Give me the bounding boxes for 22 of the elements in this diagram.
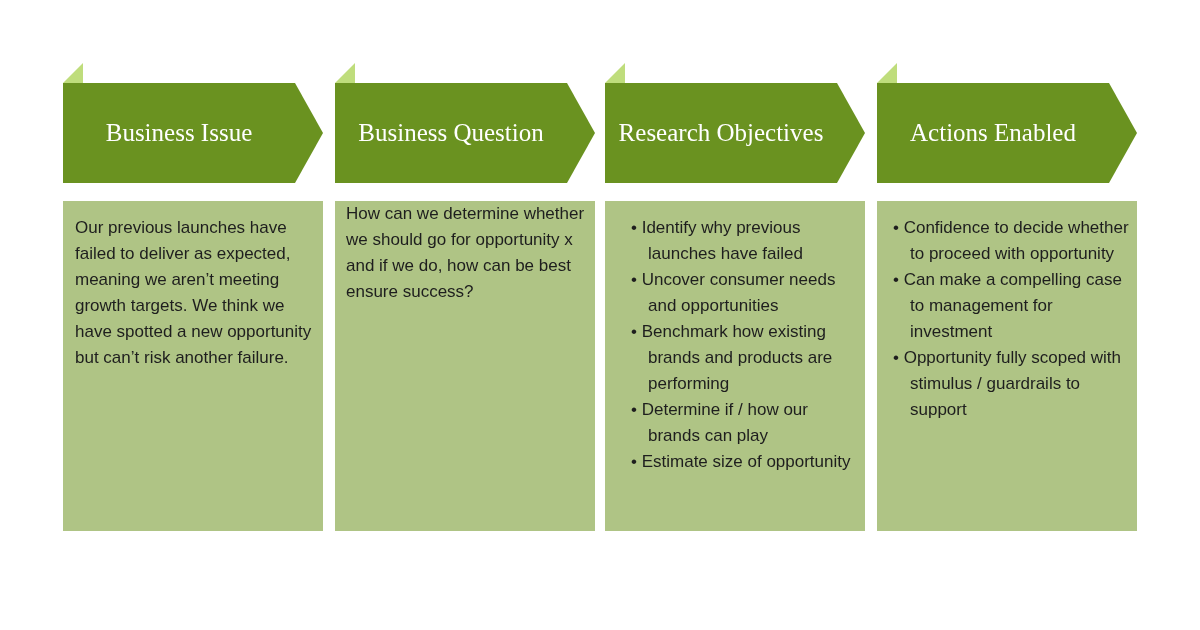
header-title: Business Issue bbox=[104, 119, 254, 147]
bullet-item: • Opportunity fully scoped with stimulus / guardrails to support bbox=[893, 347, 1122, 421]
text-panel bbox=[605, 201, 865, 531]
bullet-item: • Estimate size of opportunity bbox=[631, 451, 852, 473]
header-title: Actions Enabled bbox=[909, 119, 1077, 147]
bullet-item: • Uncover consumer needs and opportunities bbox=[631, 269, 837, 317]
chevron-header bbox=[335, 83, 595, 183]
text-panel bbox=[335, 201, 595, 531]
text-panel bbox=[877, 201, 1137, 531]
bullet-item: • Benchmark how existing brands and products are performing bbox=[631, 321, 834, 395]
bullet-item: • Determine if / how our brands can play bbox=[631, 399, 809, 447]
description-text: Our previous launches have failed to deliver as expected, meaning we aren’t meeting growth targets. We think we have spotted a new opportunity but can’t risk another failure. bbox=[75, 217, 313, 369]
bullet-item: • Can make a compelling case to management for investment bbox=[893, 269, 1123, 343]
header-title: Business Question bbox=[357, 119, 545, 147]
chevron-header bbox=[605, 83, 865, 183]
chevron-header bbox=[877, 83, 1137, 183]
header-title: Research Objectives bbox=[617, 119, 825, 147]
bullet-item: • Confidence to decide whether to proceed with opportunity bbox=[893, 217, 1130, 265]
bullet-item: • Identify why previous launches have failed bbox=[631, 217, 804, 265]
description-text: How can we determine whether we should go for opportunity x and if we do, how can be best ensure success? bbox=[346, 203, 585, 303]
text-panel bbox=[63, 201, 323, 531]
chevron-header bbox=[63, 83, 323, 183]
